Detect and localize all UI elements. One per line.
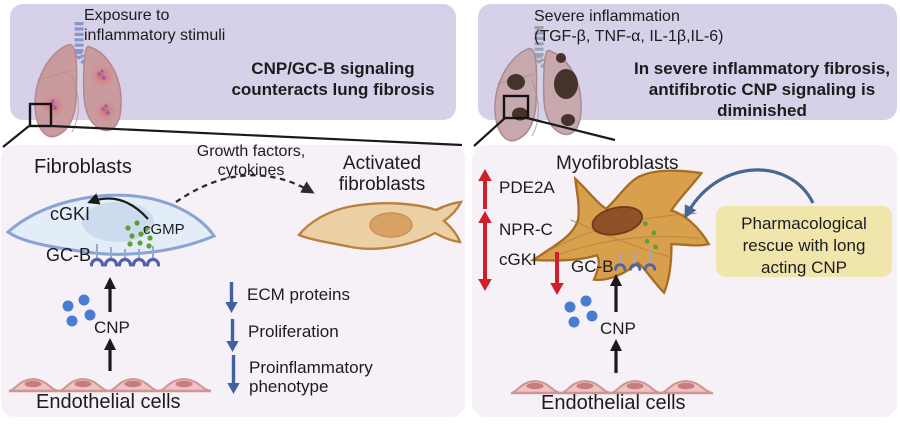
gcb-receptor-icons	[89, 244, 161, 267]
down-arrow-icon	[227, 355, 240, 394]
cgki-label: cGKI	[50, 204, 91, 224]
down-arrow-icon	[225, 282, 238, 313]
down-arrow-icon	[226, 319, 239, 352]
activated-fibroblast-cell	[297, 200, 464, 250]
cgmp-dots	[125, 220, 153, 249]
growth-factors-label: Growth factors, cytokines	[196, 143, 306, 179]
right-headline: In severe inflammatory fibrosis, antifib…	[633, 59, 891, 120]
endothelial-cells-left	[8, 377, 212, 393]
cnp-label-left: CNP	[94, 318, 130, 337]
up-arrow-icon	[478, 169, 492, 209]
effect-proinflammatory: Proinflammatory phenotype	[227, 355, 401, 396]
exposure-stimulus-text: Exposure to inflammatory stimuli	[84, 7, 226, 44]
rescue-note-text: Pharmacological rescue with long acting …	[741, 214, 867, 277]
effect-proliferation: Proliferation	[226, 319, 339, 352]
regulation-nprc: NPR-C	[478, 211, 553, 251]
regulation-cgki: cGKI	[478, 249, 537, 291]
activated-fibroblasts-title: Activated fibroblasts	[338, 153, 426, 195]
cnp-label-right: CNP	[600, 319, 636, 338]
myofibroblast-nucleus	[591, 206, 644, 236]
down-arrow-icon	[550, 252, 564, 295]
endothelial-cells-right	[510, 379, 714, 395]
endothelial-cells-label-right: Endothelial cells	[541, 392, 686, 414]
gcb-label: GC-B	[46, 245, 91, 265]
cnp-dots-right	[564, 295, 598, 328]
regulation-gcb: GC-B	[550, 252, 614, 295]
myofibroblast-cell	[529, 169, 711, 295]
myofibroblasts-title: Myofibroblasts	[556, 153, 679, 174]
cgmp-label: cGMP	[143, 221, 185, 238]
gcb-receptor-icons-right	[614, 248, 657, 271]
activated-fibroblast-nucleus	[369, 212, 413, 238]
fibroblast-cell	[5, 193, 217, 267]
cnp-dots-left	[62, 294, 96, 327]
rescue-note-box: Pharmacological rescue with long acting …	[716, 206, 892, 277]
cgmp-dots-right	[642, 221, 659, 250]
severe-inflammation-text: Severe inflammation (TGF-β, TNF-α, IL-1β…	[534, 8, 724, 45]
down-arrow-icon	[478, 249, 492, 291]
up-arrow-icon	[478, 211, 492, 251]
endothelial-cells-label-left: Endothelial cells	[36, 391, 181, 413]
fibroblasts-title: Fibroblasts	[34, 156, 132, 178]
effect-ecm-proteins: ECM proteins	[225, 282, 350, 313]
regulation-pde2a: PDE2A	[478, 169, 555, 209]
left-headline: CNP/GC-B signaling counteracts lung fibr…	[231, 59, 435, 99]
